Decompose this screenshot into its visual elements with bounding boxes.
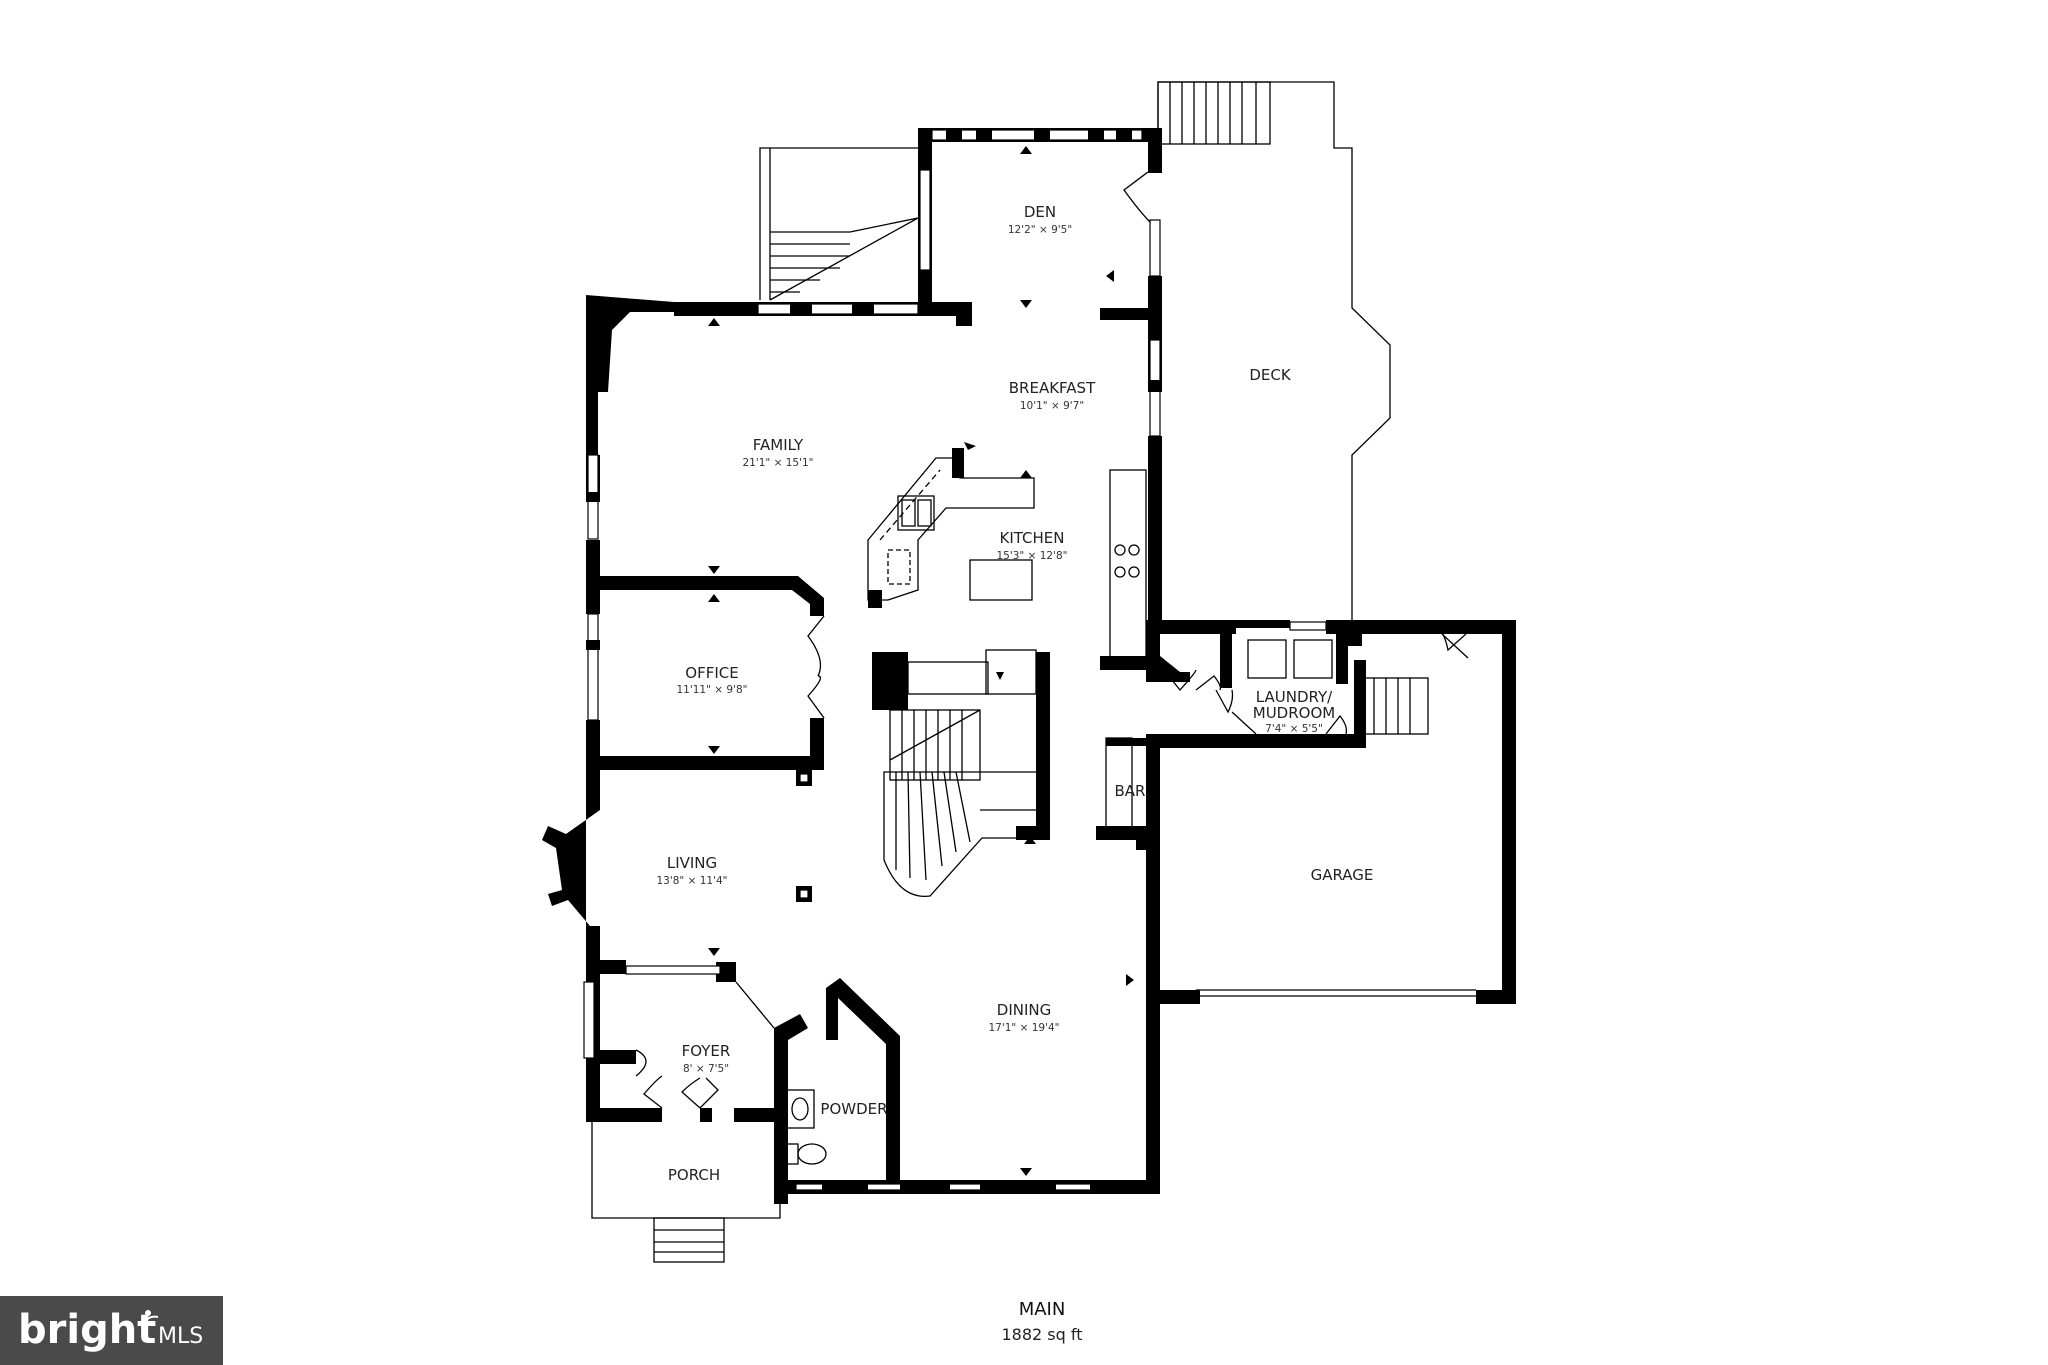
room-label-office: OFFICE [685,664,738,682]
windows [583,128,1327,1194]
room-label-laundry-line1: LAUNDRY/ [1256,688,1333,706]
kitchen-range [1109,469,1147,661]
room-label-breakfast: BREAKFAST [1009,379,1096,397]
room-dims-office: 11'11" × 9'8" [677,684,748,696]
room-label-kitchen: KITCHEN [1000,529,1065,547]
kitchen-island [969,559,1033,601]
doors [635,171,1469,1109]
room-dims-dining: 17'1" × 19'4" [989,1022,1060,1034]
room-label-family: FAMILY [753,436,804,454]
room-label-deck: DECK [1249,366,1292,384]
floor-name: MAIN [1019,1299,1066,1320]
dimension-ticks [708,146,1134,1176]
bright-mls-logo: bright MLS [0,1296,223,1365]
svg-text:bright: bright [18,1307,156,1353]
kitchen-counter [867,448,1035,608]
laundry-appliances [1247,639,1333,679]
room-dims-laundry: 7'4" × 5'5" [1265,723,1323,735]
porch-outline [591,1122,781,1263]
room-label-laundry-line2: MUDROOM [1253,704,1335,722]
room-dims-living: 13'8" × 11'4" [657,875,728,887]
room-dims-foyer: 8' × 7'5" [683,1063,729,1075]
room-label-bar: BAR [1115,782,1146,800]
room-label-garage: GARAGE [1311,866,1374,884]
room-dims-family: 21'1" × 15'1" [743,457,814,469]
room-label-foyer: FOYER [682,1042,731,1060]
floor-area: 1882 sq ft [1001,1325,1082,1344]
rear-stairs [759,147,919,301]
room-label-dining: DINING [997,1001,1051,1019]
main-staircase [872,649,1041,897]
room-label-den: DEN [1024,203,1056,221]
room-label-living: LIVING [667,854,717,872]
deck-outline [1157,81,1391,620]
deck-stairs [1157,81,1271,145]
svg-text:MLS: MLS [158,1324,203,1349]
garage-stairs [1361,677,1429,735]
room-dims-den: 12'2" × 9'5" [1008,224,1072,236]
room-dims-kitchen: 15'3" × 12'8" [997,550,1068,562]
room-label-powder: POWDER [820,1100,887,1118]
room-label-porch: PORCH [668,1166,720,1184]
garage-door [1196,989,1476,997]
room-dims-breakfast: 10'1" × 9'7" [1020,400,1084,412]
